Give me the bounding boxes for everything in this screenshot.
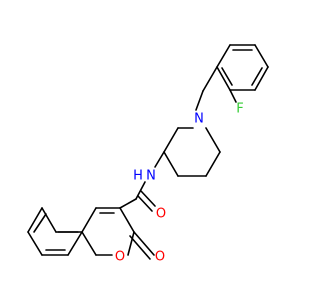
amide-hydrogen-label: H [133,169,143,184]
bond-lactone-double [129,235,151,260]
aromatic-inner-bond [251,67,263,86]
bond [205,127,221,153]
molecule-structure: F N N H O O O [27,44,269,265]
amide-nitrogen-label: N [146,169,156,184]
lactone-oxygen-label: O [155,250,165,265]
bond-ch2-to-n [195,90,204,111]
bond [119,207,135,233]
fluorine-atom-label: F [236,102,243,117]
molecule-diagram: F N N H O O O [27,44,269,265]
bond [27,207,43,233]
pyranone-ring [81,207,135,256]
aromatic-inner-bond [221,67,233,86]
amide-oxygen-label: O [156,207,166,222]
bond [41,207,57,233]
fluorophenyl-ring [216,44,269,91]
bond [127,231,135,256]
ring-oxygen-label: O [115,250,125,265]
benzo-ring [27,207,83,256]
piperidine-ring [163,127,221,177]
bond-ring-to-ch2 [202,66,218,92]
bond [216,44,231,68]
bond-carbonyl-double [137,195,153,212]
bond [254,44,269,68]
bond-carbonyl-double [140,190,156,207]
bond [67,231,83,256]
bond-carbonyl-to-c3 [119,198,137,209]
bond [205,151,221,177]
bond [163,127,179,153]
bond [216,66,231,91]
bond-ring-to-nh [154,151,165,168]
bond [254,66,269,91]
bond [81,231,97,256]
bond-ring-to-fluorine [229,89,237,103]
bond [27,231,43,256]
ring-nitrogen-label: N [194,112,204,127]
bond [163,151,179,177]
aromatic-inner-bond [33,213,47,233]
bond [81,207,97,233]
bond-lactone-double [133,231,155,256]
